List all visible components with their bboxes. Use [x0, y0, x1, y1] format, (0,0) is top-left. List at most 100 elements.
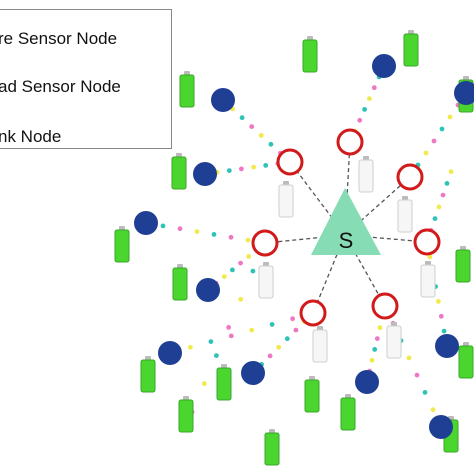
packet-dot [422, 390, 428, 395]
packet-dot [369, 357, 375, 363]
packet-dot [214, 353, 219, 358]
packet-dot [239, 166, 244, 172]
dead-sensor-node [413, 228, 441, 256]
packet-dot [357, 117, 363, 123]
packet-dot [414, 372, 420, 378]
packet-dot [230, 267, 235, 273]
battery-icon [403, 30, 419, 67]
battery-icon [302, 36, 318, 73]
packet-dot [441, 328, 447, 334]
packet-dot [263, 163, 269, 168]
packet-dot [377, 325, 383, 331]
battery-icon [340, 394, 356, 431]
battery-icon [114, 226, 130, 263]
legend-item-dead-sensor: ad Sensor Node [0, 77, 121, 96]
sensor-nodes [134, 54, 474, 439]
alive-sensor-node [211, 88, 235, 112]
legend-item-sink: nk Node [0, 127, 62, 146]
packet-dot [269, 322, 275, 327]
packet-dot [447, 114, 453, 120]
packet-dot [268, 141, 274, 147]
packet-dot [276, 344, 282, 350]
battery-icon [386, 322, 402, 359]
packet-dot [201, 381, 207, 387]
battery-icon [358, 156, 374, 193]
alive-sensor-node [454, 81, 474, 105]
packet-dot [371, 85, 377, 91]
packet-dot [267, 353, 273, 359]
battery-icon [312, 326, 328, 363]
alive-sensor-node [158, 341, 182, 365]
battery-icon [216, 364, 232, 401]
packet-dot [251, 164, 256, 170]
packet-dot [208, 339, 214, 344]
packet-dot [444, 181, 450, 186]
packet-dot [245, 237, 251, 243]
packet-dot [427, 254, 433, 260]
alive-sensor-node [435, 334, 459, 358]
battery-icon [140, 356, 156, 393]
dead-sensor-node [299, 299, 327, 327]
packet-dot [188, 344, 193, 350]
battery-icon [458, 342, 474, 379]
packet-dot [250, 268, 256, 274]
alive-sensor-node [193, 162, 217, 186]
battery-icon [179, 71, 195, 108]
packet-dot [293, 327, 299, 333]
packet-dot [374, 336, 380, 341]
battery-icon [264, 429, 280, 466]
alive-sensor-node [241, 361, 265, 385]
packet-dot [439, 126, 445, 132]
dead-sensor-node [336, 128, 364, 156]
battery-icon [420, 261, 436, 298]
packet-dot [438, 313, 444, 319]
batteries [114, 30, 474, 466]
sink-triangle [311, 188, 381, 255]
packet-dot [432, 216, 438, 222]
sink-label: S [339, 228, 354, 253]
packet-dot [211, 232, 217, 237]
battery-icon [455, 246, 471, 283]
battery-icon [304, 376, 320, 413]
packet-dot [246, 254, 252, 259]
packet-dot [249, 327, 255, 333]
packet-dot [430, 407, 436, 413]
battery-icon [171, 153, 187, 190]
battery-icon [172, 264, 188, 301]
alive-sensor-node [355, 370, 379, 394]
packet-dot [284, 336, 290, 342]
packet-dot [228, 234, 234, 240]
legend-item-alive-sensor: re Sensor Node [0, 29, 118, 48]
packet-dot [228, 333, 234, 339]
packet-dot [431, 138, 437, 144]
packet-dot [367, 96, 372, 101]
packet-dot [372, 347, 378, 352]
packet-dot [423, 150, 429, 156]
alive-sensor-node [134, 211, 158, 235]
packet-dot [160, 223, 166, 229]
packet-dot [177, 226, 183, 232]
dead-sensor-node [251, 229, 279, 257]
packet-dot [290, 316, 295, 322]
packet-dot [406, 355, 412, 361]
dead-sensor-node [276, 148, 304, 176]
legend: re Sensor Node ad Sensor Node nk Node [0, 9, 172, 149]
battery-icon [397, 196, 413, 233]
alive-sensor-node [196, 278, 220, 302]
packet-dot [238, 260, 244, 266]
packet-dot [258, 133, 264, 138]
alive-sensor-node [429, 415, 453, 439]
battery-icon [178, 396, 194, 433]
packet-dot [448, 169, 454, 175]
packet-dot [436, 299, 441, 304]
packet-dot [238, 296, 244, 302]
packet-dot [249, 124, 255, 129]
packet-dot [221, 274, 227, 279]
packet-dot [440, 192, 446, 198]
packet-dot [194, 229, 200, 235]
packet-dot [362, 107, 367, 112]
battery-icon [258, 262, 274, 299]
packet-dot [226, 168, 232, 174]
alive-sensor-node [372, 54, 396, 78]
